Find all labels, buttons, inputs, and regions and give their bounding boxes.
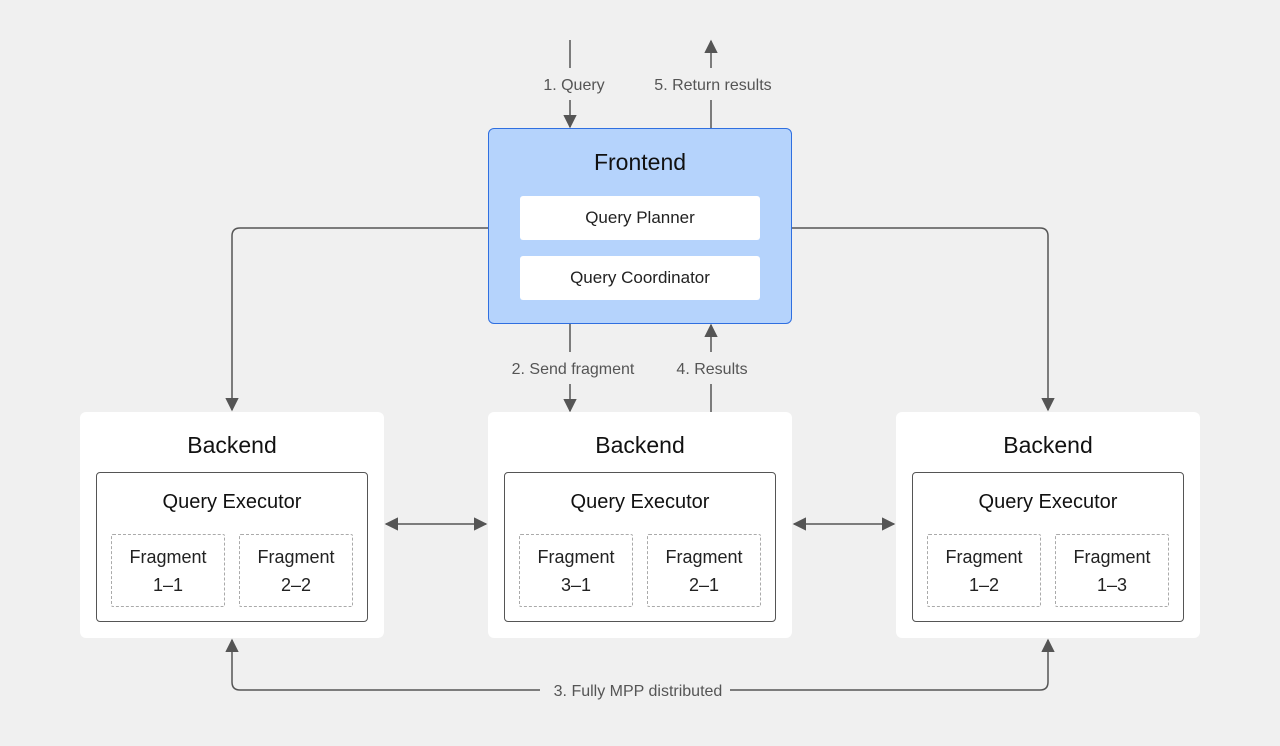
query-planner: Query Planner: [520, 196, 760, 240]
backend-title: Backend: [1003, 432, 1093, 458]
fragment-label: Fragment: [945, 546, 1023, 567]
fragment-label: Fragment: [129, 546, 207, 567]
fragment-id: 2–2: [280, 574, 312, 595]
fragment-id: 1–2: [968, 574, 1000, 595]
backend-box-right: Backend Query Executor Fragment 1–2 Frag…: [896, 412, 1200, 638]
fragment-id: 1–3: [1096, 574, 1128, 595]
query-executor: Query Executor Fragment 1–1 Fragment 2–2: [96, 472, 368, 622]
results-label: 4. Results: [676, 361, 747, 378]
fragment: Fragment 1–2: [927, 534, 1041, 607]
mpp-right-arrow: [730, 638, 1055, 691]
fragment: Fragment 1–3: [1055, 534, 1169, 607]
send-fragment-label: 2. Send fragment: [512, 361, 635, 378]
mpp-label: 3. Fully MPP distributed: [554, 683, 723, 700]
backend-title: Backend: [187, 432, 277, 458]
frontend-title: Frontend: [593, 149, 687, 175]
return-results-label: 5. Return results: [654, 77, 771, 94]
backend-title: Backend: [595, 432, 685, 458]
query-executor: Query Executor Fragment 3–1 Fragment 2–1: [504, 472, 776, 622]
query-executor-title: Query Executor: [162, 491, 302, 513]
fragment-label: Fragment: [257, 546, 335, 567]
query-coordinator: Query Coordinator: [520, 256, 760, 300]
fragment-id: 2–1: [688, 574, 720, 595]
query-executor-title: Query Executor: [570, 491, 710, 513]
query-label: 1. Query: [543, 77, 604, 94]
fragment: Fragment 2–1: [647, 534, 761, 607]
frontend-to-left-backend-arrow: [225, 227, 488, 412]
query-executor-title: Query Executor: [978, 491, 1118, 513]
fragment-label: Fragment: [1073, 546, 1151, 567]
frontend-box: Frontend Query Planner Query Coordinator: [488, 128, 792, 324]
backend-box-middle: Backend Query Executor Fragment 3–1 Frag…: [488, 412, 792, 638]
fragment: Fragment 2–2: [239, 534, 353, 607]
backend-box-left: Backend Query Executor Fragment 1–1 Frag…: [80, 412, 384, 638]
frontend-to-right-backend-arrow: [792, 227, 1055, 412]
fragment: Fragment 3–1: [519, 534, 633, 607]
fragment-label: Fragment: [665, 546, 743, 567]
fragment-id: 3–1: [560, 574, 592, 595]
query-executor: Query Executor Fragment 1–2 Fragment 1–3: [912, 472, 1184, 622]
fragment-label: Fragment: [537, 546, 615, 567]
fragment: Fragment 1–1: [111, 534, 225, 607]
fragment-id: 1–1: [152, 574, 184, 595]
mpp-left-arrow: [225, 638, 540, 691]
